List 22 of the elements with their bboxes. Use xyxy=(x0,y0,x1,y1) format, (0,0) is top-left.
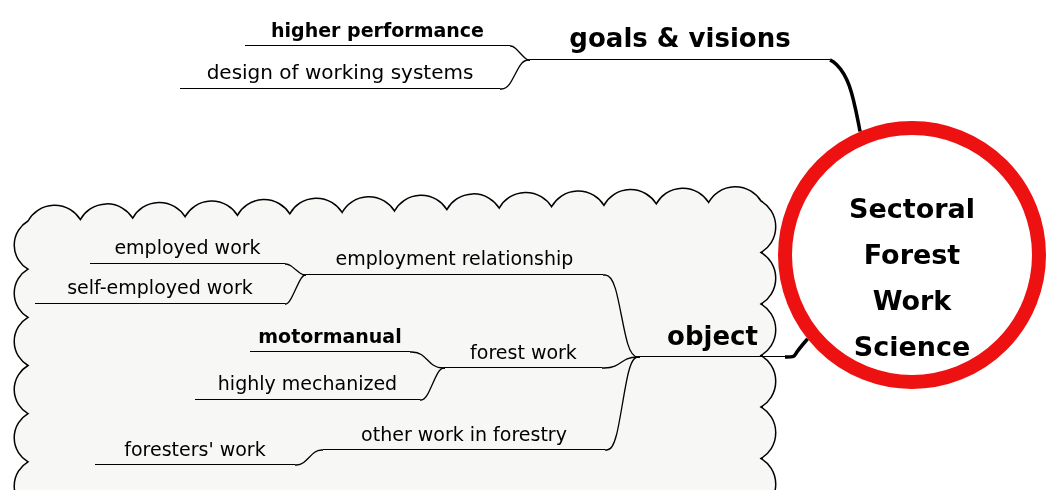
branch-label: goals & visions xyxy=(530,18,830,60)
branch-label: object xyxy=(640,317,785,357)
branch-line xyxy=(604,356,641,451)
branch-label: foresters' work xyxy=(95,435,295,465)
branch-label: higher performance xyxy=(245,16,510,46)
branch-line xyxy=(499,59,531,90)
branch-label: highly mechanized xyxy=(195,369,420,400)
branch-line xyxy=(409,351,446,369)
branch-label: forest work xyxy=(445,338,602,368)
branch-line xyxy=(784,337,809,359)
central-topic-text: Sectoral Forest Work Science xyxy=(848,192,976,364)
branch-label: other work in forestry xyxy=(323,420,605,450)
branch-label: employment relationship xyxy=(306,244,603,275)
branch-line xyxy=(829,58,862,132)
branch-line xyxy=(294,449,324,466)
branch-line xyxy=(284,274,307,305)
branch-line xyxy=(419,367,446,401)
branch-label: self-employed work xyxy=(35,273,285,304)
branch-label: design of working systems xyxy=(180,58,500,89)
branch-label: employed work xyxy=(90,233,285,264)
branch-label: motormanual xyxy=(250,322,410,352)
branch-line xyxy=(284,263,307,276)
